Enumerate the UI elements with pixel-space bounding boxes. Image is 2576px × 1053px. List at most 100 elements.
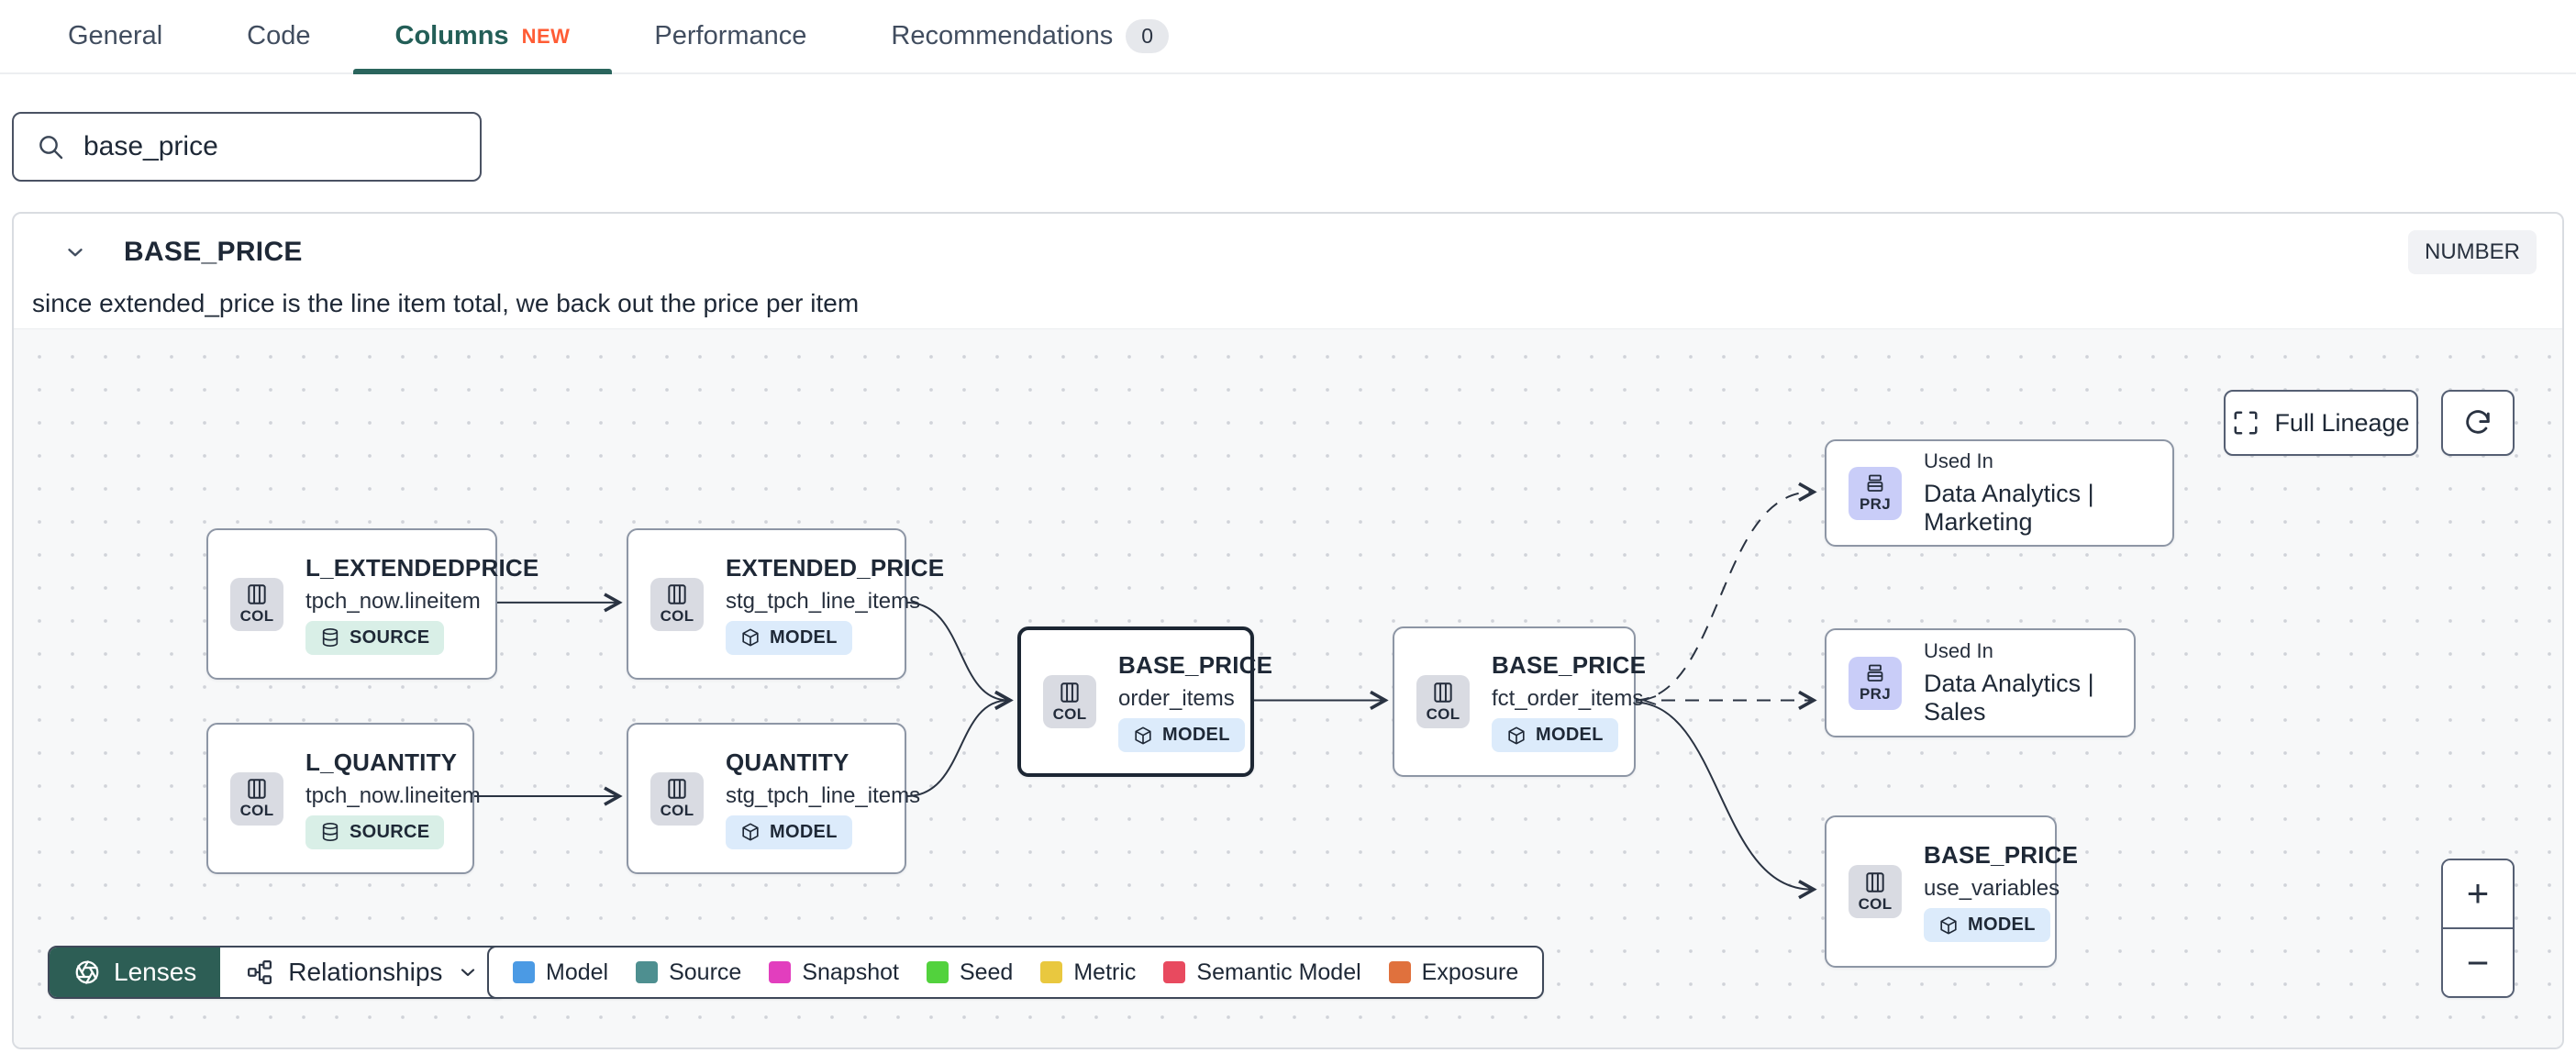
search-icon (36, 132, 65, 161)
legend-item-snapshot: Snapshot (769, 959, 899, 986)
legend-swatch (1040, 961, 1063, 983)
tab-code[interactable]: Code (205, 0, 352, 72)
node-used-in-marketing[interactable]: PRJ Used In Data Analytics | Marketing (1825, 439, 2174, 547)
chip-label: COL (239, 802, 274, 819)
column-type-badge: NUMBER (2407, 230, 2537, 274)
tab-general-label: General (68, 21, 163, 50)
legend-item-exposure: Exposure (1388, 959, 1518, 986)
tab-recommendations-label: Recommendations (891, 21, 1114, 50)
refresh-button[interactable] (2441, 390, 2515, 456)
node-title: BASE_PRICE (1924, 841, 2079, 869)
node-base-price-order-items[interactable]: COL BASE_PRICE order_items MODEL (1017, 626, 1272, 777)
node-used-in-sales[interactable]: PRJ Used In Data Analytics | Sales (1825, 628, 2136, 737)
columns-icon (1058, 681, 1082, 704)
new-badge: NEW (521, 24, 571, 48)
zoom-out-button[interactable]: − (2443, 929, 2513, 996)
chip-label: COL (1052, 704, 1087, 723)
chip-label: COL (660, 607, 694, 625)
node-quantity[interactable]: COL QUANTITY stg_tpch_line_items MODEL (627, 723, 920, 874)
node-base-price-fct-order-items[interactable]: COL BASE_PRICE fct_order_items MODEL (1393, 626, 1646, 777)
node-title: L_QUANTITY (305, 748, 458, 776)
columns-icon (665, 582, 689, 606)
project-icon (1864, 472, 1886, 494)
chip-label: COL (1426, 704, 1460, 723)
node-title: Data Analytics | Marketing (1924, 480, 2094, 536)
chevron-down-icon (457, 961, 479, 983)
column-chip: COL (1043, 675, 1096, 728)
chip-label: COL (660, 802, 694, 819)
tab-recommendations[interactable]: Recommendations 0 (849, 0, 1211, 72)
lenses-label: Lenses (114, 958, 197, 986)
column-description: since extended_price is the line item to… (32, 289, 860, 317)
node-extended-price[interactable]: COL EXTENDED_PRICE stg_tpch_line_items M… (627, 528, 944, 680)
relationships-label: Relationships (288, 958, 443, 986)
column-name-title: BASE_PRICE (124, 237, 303, 267)
columns-icon (245, 777, 269, 801)
zoom-in-button[interactable]: + (2443, 860, 2513, 927)
node-title: L_EXTENDEDPRICE (305, 553, 539, 582)
legend-label: Source (669, 959, 742, 985)
project-chip: PRJ (1849, 656, 1902, 710)
zoom-controls: + − (2441, 859, 2515, 998)
legend-label: Metric (1073, 959, 1137, 985)
badge-label: MODEL (1968, 914, 2036, 935)
columns-icon (1431, 681, 1455, 704)
node-base-price-use-variables[interactable]: COL BASE_PRICE use_variables MODEL (1825, 815, 2078, 968)
cube-icon (1133, 726, 1153, 746)
columns-icon (1863, 870, 1887, 894)
column-chip: COL (230, 771, 283, 826)
expand-icon (2232, 409, 2260, 437)
used-in-label: Used In (1924, 639, 1993, 662)
badge-label: SOURCE (350, 821, 430, 842)
node-l-quantity[interactable]: COL L_QUANTITY tpch_now.lineitem SOURCE (206, 723, 481, 874)
column-chip: COL (650, 577, 704, 631)
cube-icon (740, 822, 761, 842)
node-subtitle: fct_order_items (1492, 686, 1644, 711)
column-chip: COL (1416, 675, 1470, 728)
tab-code-label: Code (247, 21, 311, 50)
used-in-label: Used In (1924, 449, 1993, 472)
chip-label: COL (239, 607, 274, 625)
node-title: EXTENDED_PRICE (726, 553, 945, 582)
badge-label: MODEL (1162, 725, 1230, 745)
chevron-down-icon (63, 240, 87, 264)
node-subtitle: tpch_now.lineitem (305, 782, 481, 808)
chip-label: COL (1858, 894, 1893, 913)
node-subtitle: use_variables (1924, 876, 2060, 901)
cube-icon (740, 627, 761, 648)
column-search-box (12, 112, 482, 182)
lineage-edges (474, 482, 1817, 900)
tab-columns-label: Columns (394, 21, 509, 50)
search-input[interactable] (83, 131, 458, 162)
resource-type-legend: Model Source Snapshot Seed Metric Semant… (487, 946, 1545, 999)
cube-icon (1938, 915, 1959, 936)
badge-label: MODEL (1536, 725, 1604, 745)
tab-columns[interactable]: Columns NEW (352, 0, 613, 74)
tab-performance[interactable]: Performance (612, 0, 849, 72)
database-icon (320, 627, 340, 648)
legend-label: Seed (959, 959, 1014, 985)
legend-item-metric: Metric (1040, 959, 1136, 986)
badge-label: SOURCE (350, 626, 430, 648)
node-subtitle: tpch_now.lineitem (305, 588, 481, 614)
legend-label: Semantic Model (1196, 959, 1361, 985)
lenses-button[interactable]: Lenses (50, 948, 221, 997)
columns-icon (665, 777, 689, 801)
relationships-dropdown[interactable]: Relationships (220, 948, 505, 997)
lineage-canvas[interactable]: COL L_EXTENDEDPRICE tpch_now.lineitem SO… (14, 328, 2562, 1047)
full-lineage-button[interactable]: Full Lineage (2224, 390, 2418, 456)
database-icon (320, 822, 340, 842)
legend-swatch (926, 961, 949, 983)
tab-performance-label: Performance (654, 21, 807, 50)
collapse-chevron-button[interactable] (58, 235, 93, 270)
legend-item-seed: Seed (926, 959, 1014, 986)
node-title: QUANTITY (726, 748, 849, 776)
resource-type-badge: SOURCE (305, 620, 445, 655)
tab-general[interactable]: General (26, 0, 205, 72)
legend-item-semantic-model: Semantic Model (1163, 959, 1361, 986)
node-l-extendedprice[interactable]: COL L_EXTENDEDPRICE tpch_now.lineitem SO… (206, 528, 539, 680)
resource-type-badge: MODEL (1118, 718, 1245, 752)
legend-swatch (636, 961, 659, 983)
project-chip: PRJ (1849, 466, 1902, 520)
legend-swatch (1163, 961, 1186, 983)
